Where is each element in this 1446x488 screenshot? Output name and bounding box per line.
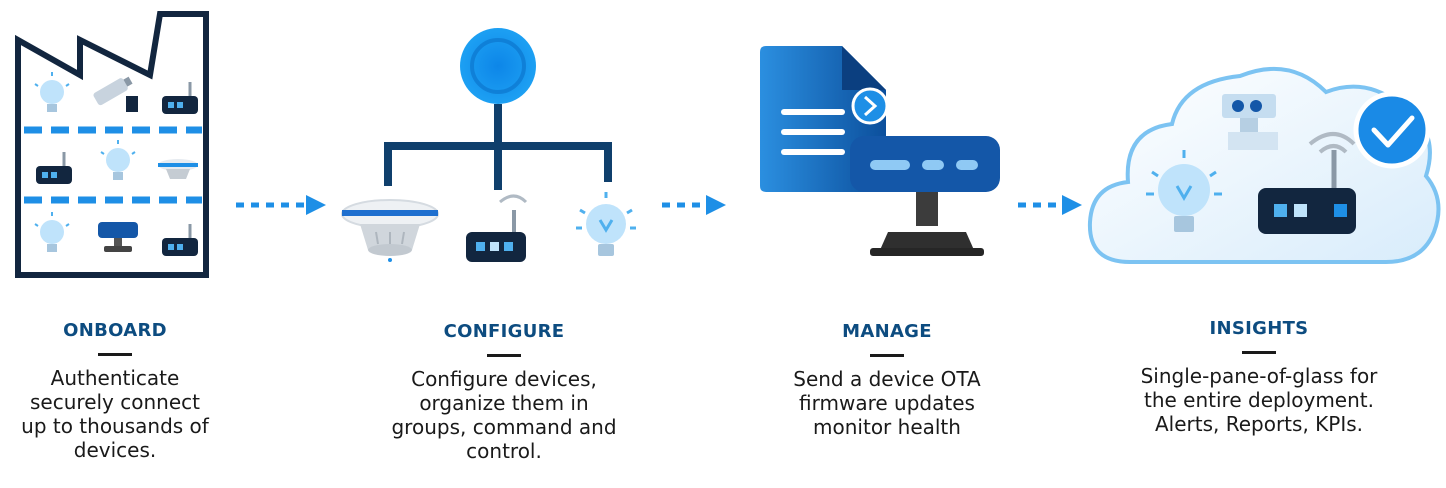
flow-arrow-icon	[662, 195, 726, 215]
stage-insights: INSIGHTS Single-pane-of-glass for the en…	[1129, 318, 1389, 436]
stage-description: Single-pane-of-glass for the entire depl…	[1140, 364, 1378, 436]
bulb-icon	[34, 72, 70, 112]
bulb-icon	[576, 192, 636, 256]
check-icon	[1353, 91, 1431, 169]
stage-title: MANAGE	[842, 321, 932, 342]
next-arrow-icon	[851, 87, 889, 125]
router-icon	[1258, 132, 1356, 234]
stage-divider	[1242, 351, 1276, 354]
bulb-icon	[34, 212, 70, 252]
bulb-icon	[100, 140, 136, 180]
stage-configure: CONFIGURE Configure devices, organize th…	[374, 321, 634, 463]
device-tree-icon	[341, 28, 636, 262]
router-icon	[36, 152, 72, 184]
stage-manage: MANAGE Send a device OTA firmware update…	[757, 321, 1017, 439]
camera-icon	[93, 76, 133, 106]
stage-title: CONFIGURE	[443, 321, 565, 342]
stage-divider	[870, 354, 904, 357]
stage-description: Authenticate securely connect up to thou…	[21, 366, 209, 462]
smoke-detector-icon	[158, 159, 198, 179]
router-icon	[162, 224, 198, 256]
cloud-insights-icon	[1087, 66, 1441, 264]
stage-description: Send a device OTA firmware updates monit…	[793, 367, 981, 439]
stage-divider	[487, 354, 521, 357]
stage-title: INSIGHTS	[1209, 318, 1309, 339]
stage-title: ONBOARD	[63, 320, 167, 341]
stage-divider	[98, 353, 132, 356]
factory-icon	[15, 11, 209, 278]
bulb-icon	[1146, 150, 1222, 232]
flow-arrow-icon	[236, 195, 326, 215]
camera-mount	[126, 96, 138, 112]
router-icon	[466, 194, 528, 262]
pedestal-device-icon	[98, 222, 138, 252]
stage-description: Configure devices, organize them in grou…	[391, 367, 617, 463]
smoke-detector-icon	[341, 199, 439, 262]
router-icon	[162, 82, 198, 114]
flow-arrow-icon	[1018, 195, 1082, 215]
flow-illustration	[15, 11, 1441, 278]
sensor-camera-icon	[1222, 94, 1278, 150]
stage-onboard: ONBOARD Authenticate securely connect up…	[0, 320, 245, 462]
firmware-update-icon	[760, 46, 1000, 256]
